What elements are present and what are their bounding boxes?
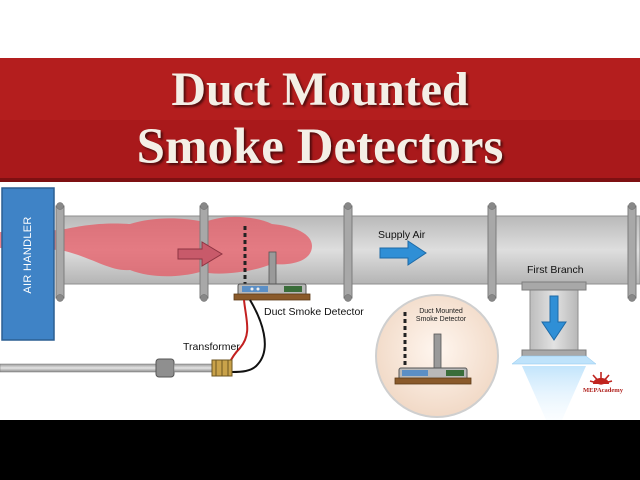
inset-label: Duct Mounted Smoke Detector [396,308,486,324]
inset-label-line-1: Duct Mounted [419,308,463,315]
air-handler-label: AIR HANDLER [22,216,34,294]
title-line-1: Duct Mounted [171,63,469,116]
transformer [211,359,233,377]
supply-air-label: Supply Air [378,229,426,241]
logo-wordmark: MEPAcademy [583,387,623,394]
first-branch-label: First Branch [527,264,584,276]
branch-down-arrow [541,295,567,341]
smoke-flow-arrow [177,241,223,267]
transformer-label: Transformer [183,341,240,353]
bottom-bar [0,420,640,480]
smoke-cloud [0,216,312,277]
supply-air-arrow [379,240,427,266]
branch-duct [511,281,597,420]
duct-smoke-detector-label: Duct Smoke Detector [264,306,364,318]
detector-inset [375,294,499,418]
flange-bolts [56,202,636,302]
air-handler-unit [1,187,55,341]
inset-label-line-2: Smoke Detector [415,316,467,323]
title-banner [0,58,640,182]
title-line-2: Smoke Detectors [136,119,504,175]
mep-academy-logo-icon [589,372,613,385]
conduit-pipe [0,358,213,378]
duct-smoke-detector [233,226,311,301]
